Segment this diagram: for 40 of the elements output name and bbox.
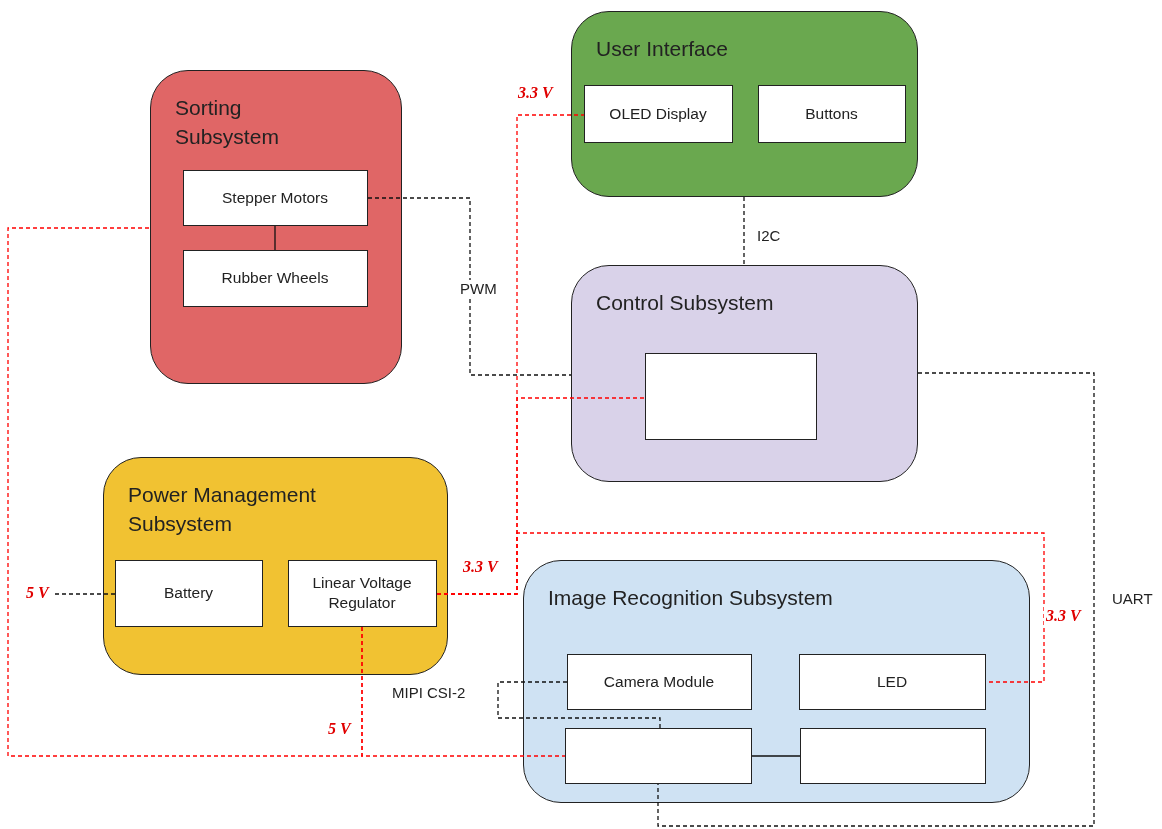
connector-line bbox=[274, 225, 276, 251]
voltage-label: 3.3 V bbox=[1044, 607, 1083, 625]
component-box bbox=[799, 727, 986, 784]
component-box bbox=[182, 249, 368, 307]
component-box bbox=[287, 559, 437, 627]
component-label: LED bbox=[875, 671, 909, 692]
panel-title: Image Recognition Subsystem bbox=[548, 585, 833, 611]
component-box bbox=[114, 559, 263, 627]
edge-label: PWM bbox=[458, 280, 499, 297]
component-box bbox=[583, 84, 733, 143]
component-label: Camera Module bbox=[602, 671, 716, 692]
component-box bbox=[566, 653, 752, 710]
subsystem-panel bbox=[571, 265, 918, 482]
component-label: Battery bbox=[162, 583, 215, 603]
component-label: Stepper Motors bbox=[221, 187, 329, 208]
connector-line bbox=[7, 227, 363, 757]
component-label: Rubber Wheels bbox=[220, 268, 330, 288]
subsystem-panel bbox=[523, 560, 1030, 803]
connector-line bbox=[497, 681, 661, 729]
subsystem-panel bbox=[150, 70, 402, 384]
subsystem-panel bbox=[571, 11, 918, 197]
component-box bbox=[757, 84, 906, 143]
component-box bbox=[564, 727, 752, 784]
panel-title: Power Management Subsystem bbox=[128, 482, 317, 537]
connector-line bbox=[657, 372, 1095, 827]
connector-line bbox=[436, 532, 1045, 683]
panel-title: User Interface bbox=[596, 36, 728, 62]
component-box bbox=[182, 169, 368, 226]
component-label: OLED Display bbox=[608, 103, 708, 124]
component-label: Buttons bbox=[804, 103, 859, 124]
component-box bbox=[798, 653, 986, 710]
panel-title: Control Subsystem bbox=[596, 290, 774, 316]
connector-line bbox=[743, 196, 745, 266]
connector-line bbox=[54, 593, 116, 595]
component-label: Linear Voltage Regulator bbox=[311, 573, 413, 613]
subsystem-panel bbox=[103, 457, 448, 675]
panel-title: Sorting Subsystem bbox=[175, 95, 280, 150]
connector-line bbox=[751, 755, 801, 757]
component-box bbox=[644, 352, 817, 440]
connector-line bbox=[367, 197, 572, 376]
